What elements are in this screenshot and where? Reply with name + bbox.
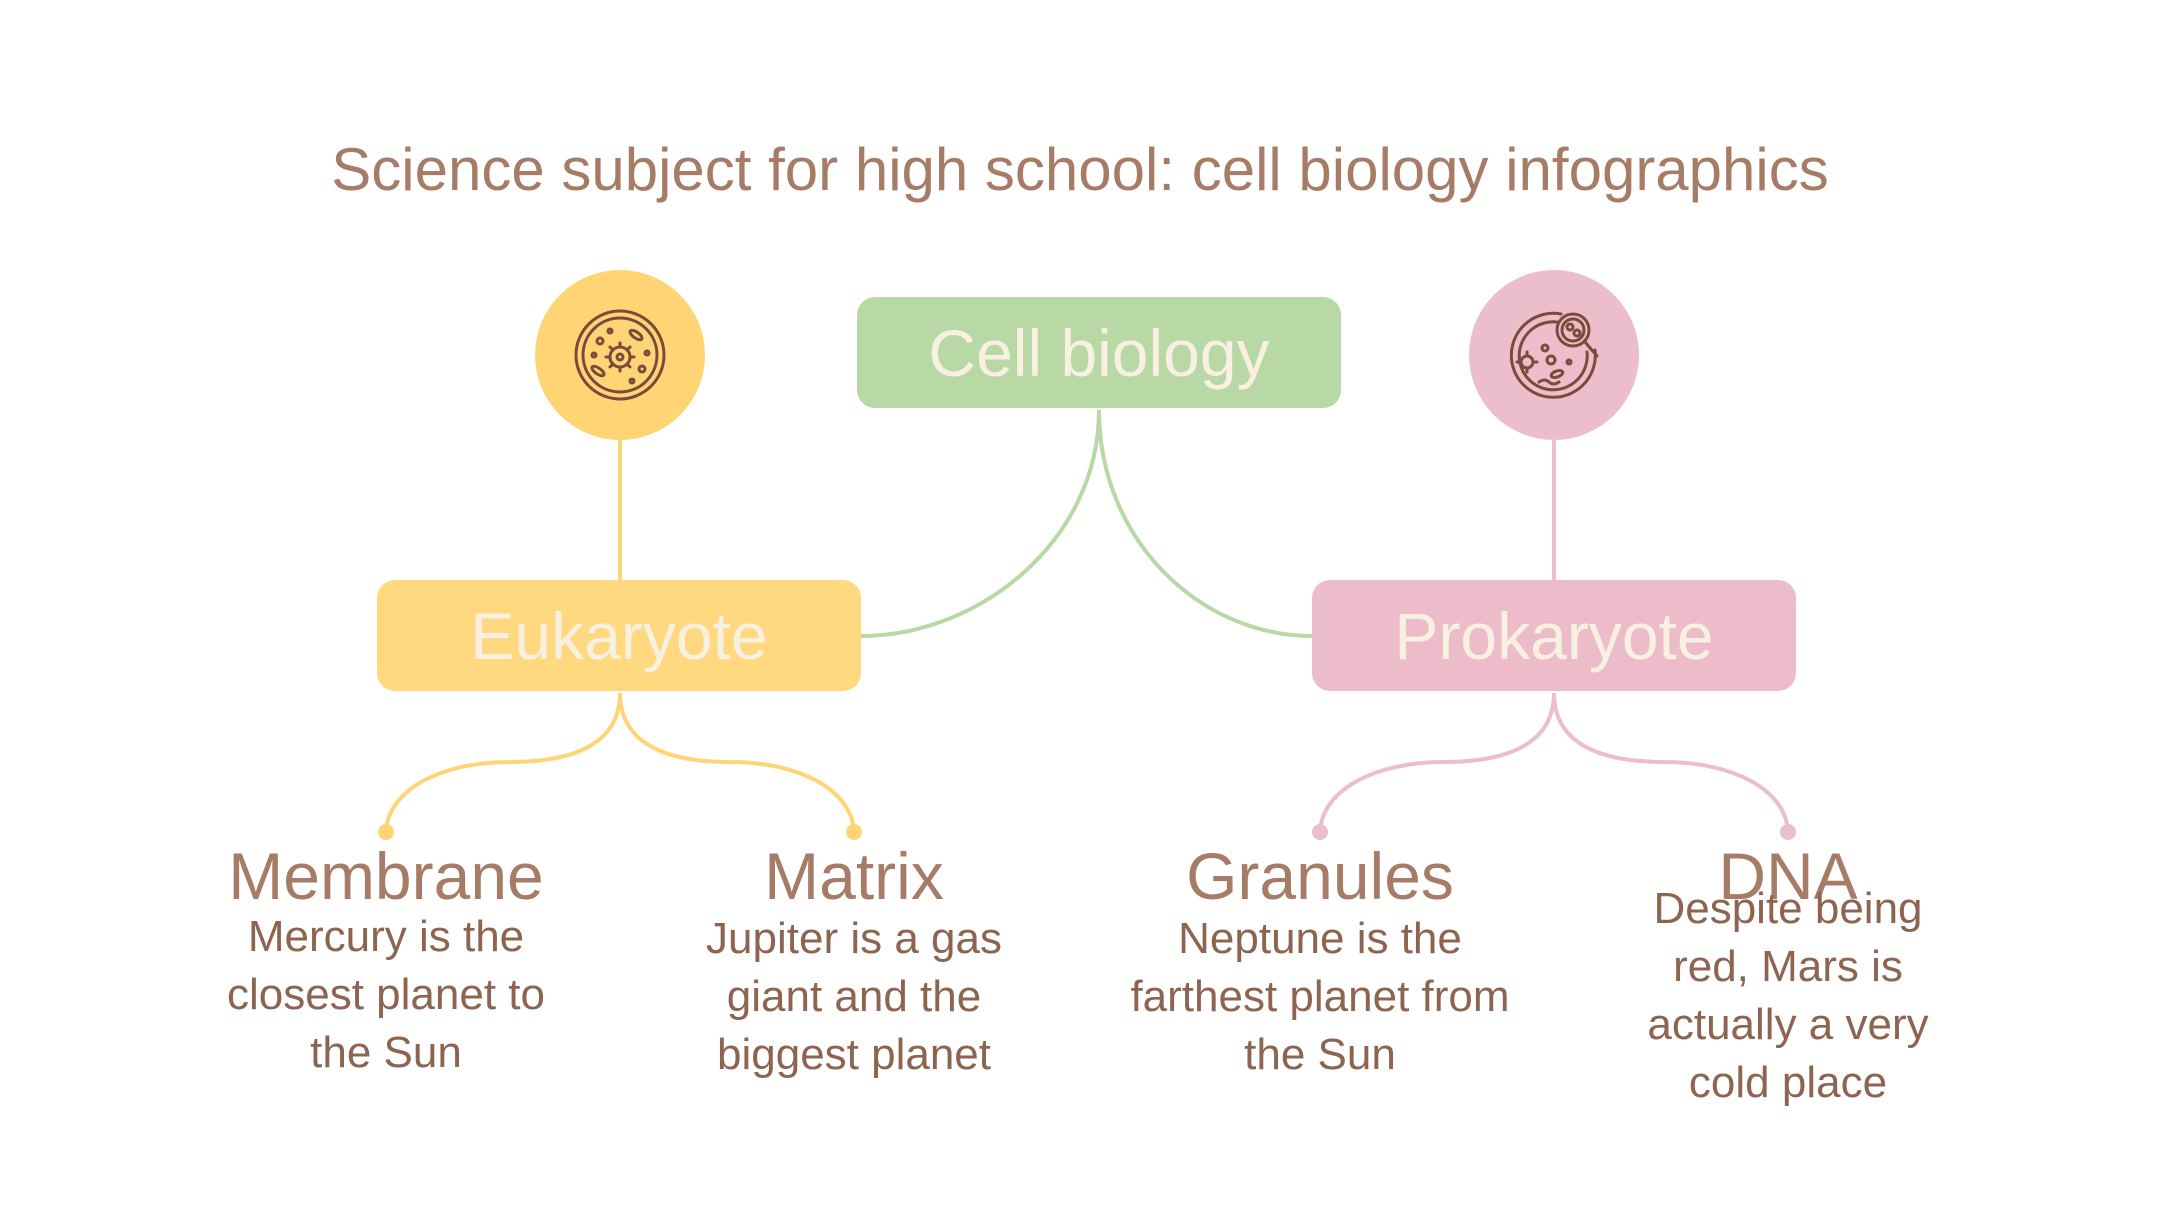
connector-prokaryote-granules bbox=[1318, 692, 1556, 833]
connector-eukaryote-matrix bbox=[618, 692, 856, 833]
connector-root-eukaryote bbox=[860, 409, 1101, 638]
prokaryote-node: Prokaryote bbox=[1312, 580, 1796, 691]
prokaryote-node-label: Prokaryote bbox=[1394, 598, 1714, 673]
eukaryote-icon-circle bbox=[535, 270, 705, 440]
leaf-dot-matrix bbox=[846, 824, 862, 840]
leaf-title-dna: DNA bbox=[1718, 839, 1858, 913]
leaf-title-granules: Granules bbox=[1186, 839, 1454, 913]
root-node-label: Cell biology bbox=[928, 315, 1270, 390]
page-title: Science subject for high school: cell bi… bbox=[331, 136, 1829, 203]
leaf-dot-membrane bbox=[378, 824, 394, 840]
eukaryote-node: Eukaryote bbox=[377, 580, 861, 691]
leaf-desc-matrix: Jupiter is a gas giant and the biggest p… bbox=[706, 914, 1002, 1079]
leaf-desc-granules: Neptune is the farthest planet from the … bbox=[1130, 914, 1510, 1079]
leaf-desc-dna: Despite being red, Mars is actually a ve… bbox=[1647, 884, 1929, 1107]
root-node: Cell biology bbox=[857, 297, 1341, 408]
prokaryote-cell-magnifier-icon bbox=[1509, 311, 1599, 399]
leaf-dot-dna bbox=[1780, 824, 1796, 840]
connector-eukaryote-membrane bbox=[384, 692, 622, 833]
leaf-title-membrane: Membrane bbox=[228, 839, 544, 913]
eukaryote-node-label: Eukaryote bbox=[470, 598, 768, 673]
connector-prokaryote-dna bbox=[1552, 692, 1790, 833]
leaf-desc-membrane: Mercury is the closest planet to the Sun bbox=[227, 912, 545, 1077]
eukaryote-cell-icon bbox=[574, 309, 666, 401]
prokaryote-icon-circle bbox=[1469, 270, 1639, 440]
connector-root-prokaryote bbox=[1097, 409, 1313, 638]
leaf-title-matrix: Matrix bbox=[764, 839, 944, 913]
leaf-dot-granules bbox=[1312, 824, 1328, 840]
